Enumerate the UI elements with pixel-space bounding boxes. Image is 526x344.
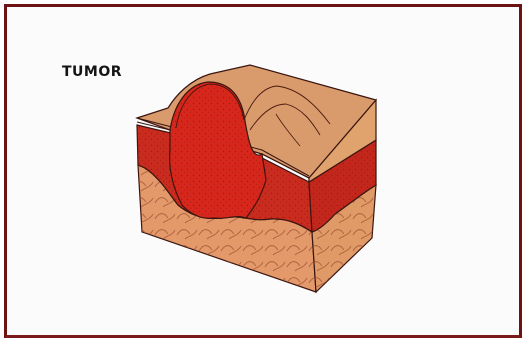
tumor-skin-block-illustration (0, 0, 526, 344)
